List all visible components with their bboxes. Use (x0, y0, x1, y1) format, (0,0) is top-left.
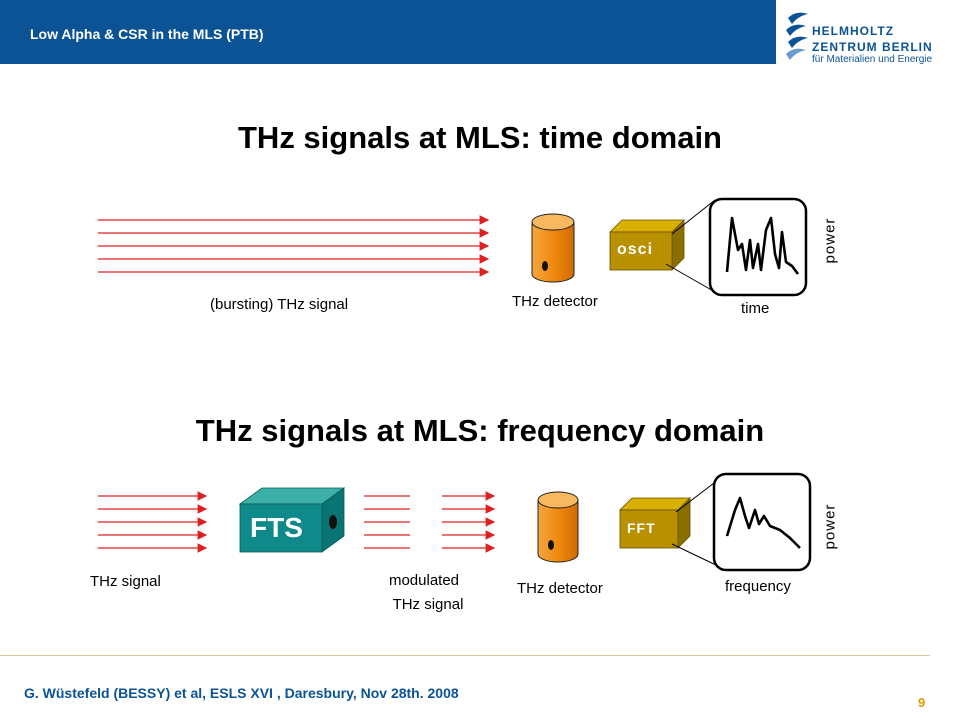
bursting-signal-label: (bursting) THz signal (210, 296, 349, 313)
time-trace-screen (708, 197, 808, 297)
frequency-axis-label: frequency (725, 578, 791, 595)
logo-wave-icon (786, 12, 808, 60)
fts-box (238, 487, 346, 553)
page-number: 9 (918, 695, 926, 710)
footer-citation: G. Wüstefeld (BESSY) et al, ESLS XVI , D… (24, 685, 459, 701)
logo-subline: für Materialien und Energie (812, 54, 933, 65)
time-detector-cylinder (531, 213, 575, 283)
modulated-arrows (442, 491, 496, 553)
helmholtz-logo: HELMHOLTZ ZENTRUM BERLIN für Materialien… (776, 0, 960, 72)
freq-input-beam-arrows (98, 491, 208, 553)
logo-line-2: ZENTRUM BERLIN (812, 40, 933, 54)
freq-detector-cylinder (537, 491, 579, 563)
freq-power-label: power (821, 503, 839, 550)
fft-label: FFT (627, 520, 656, 536)
footer-divider (0, 655, 930, 656)
time-beam-arrows (98, 215, 490, 277)
modulated-label-line-1: modulated (388, 572, 460, 589)
modulated-lines (364, 495, 410, 549)
osci-label: osci (617, 241, 654, 258)
fts-label: FTS (250, 512, 303, 543)
time-detector-label: THz detector (512, 293, 598, 310)
modulated-label-line-2: THz signal (392, 596, 464, 613)
time-domain-title: THz signals at MLS: time domain (238, 120, 722, 155)
thz-signal-label: THz signal (90, 573, 161, 590)
frequency-spectrum-screen (712, 472, 812, 572)
time-power-label: power (821, 217, 839, 264)
freq-detector-label: THz detector (517, 580, 603, 597)
fft-box (619, 497, 691, 549)
frequency-domain-title: THz signals at MLS: frequency domain (195, 413, 765, 448)
osci-box (609, 219, 685, 271)
header-title: Low Alpha & CSR in the MLS (PTB) (30, 26, 264, 42)
logo-line-1: HELMHOLTZ (812, 24, 895, 38)
time-axis-label: time (741, 300, 770, 317)
